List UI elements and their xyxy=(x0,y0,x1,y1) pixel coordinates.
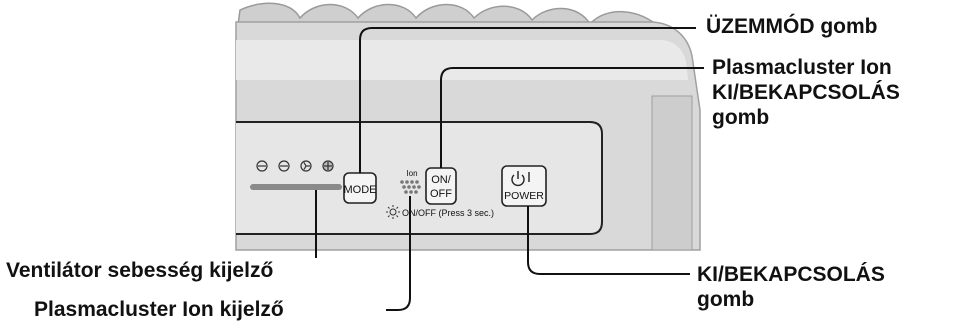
ion-button-label-line2: OFF xyxy=(430,188,452,200)
light-icon xyxy=(386,205,400,219)
callout-fan-indicator: Ventilátor sebesség kijelző xyxy=(6,259,274,282)
ion-indicator: Ion xyxy=(400,169,421,194)
leader-lines xyxy=(315,27,704,311)
fan-speed-indicator-bar xyxy=(250,184,342,190)
device-upper-band xyxy=(236,40,688,80)
callout-ion-button-line1: Plasmacluster Ion xyxy=(712,56,892,79)
power-button-label: POWER xyxy=(504,190,544,202)
ion-button-label-line1: ON/ xyxy=(431,174,452,186)
callout-ion-button-line2: KI/BEKAPCSOLÁS xyxy=(712,81,900,104)
ion-onoff-button[interactable]: ON/ OFF xyxy=(425,167,457,205)
callout-ion-button-line3: gomb xyxy=(712,106,770,129)
callout-mode-button: ÜZEMMÓD gomb xyxy=(706,15,878,38)
mode-button-label: MODE xyxy=(344,184,377,196)
fan-speed-high-icon xyxy=(322,160,334,172)
fan-speed-auto-icon xyxy=(256,160,268,172)
leader-mode xyxy=(359,27,696,173)
mode-button[interactable]: MODE xyxy=(343,172,377,204)
leader-power xyxy=(527,206,690,275)
ion-dots-icon xyxy=(400,180,421,194)
fan-speed-low-icon xyxy=(278,160,290,172)
callout-ion-indicator: Plasmacluster Ion kijelző xyxy=(34,298,284,321)
leader-ion-indicator xyxy=(386,196,411,311)
press-hint: ON/OFF (Press 3 sec.) xyxy=(386,205,494,219)
power-button[interactable]: POWER xyxy=(501,165,547,207)
callout-power-button-line2: gomb xyxy=(697,288,755,311)
leader-ion-button xyxy=(440,67,704,168)
callout-power-button-line1: KI/BEKAPCSOLÁS xyxy=(697,263,885,286)
fan-speed-icons xyxy=(256,160,334,172)
press-hint-text: ON/OFF (Press 3 sec.) xyxy=(402,208,494,218)
power-icon xyxy=(511,171,530,187)
device-side-panel xyxy=(651,95,693,251)
ion-small-label: Ion xyxy=(406,169,417,178)
fan-speed-medium-icon xyxy=(300,160,312,172)
